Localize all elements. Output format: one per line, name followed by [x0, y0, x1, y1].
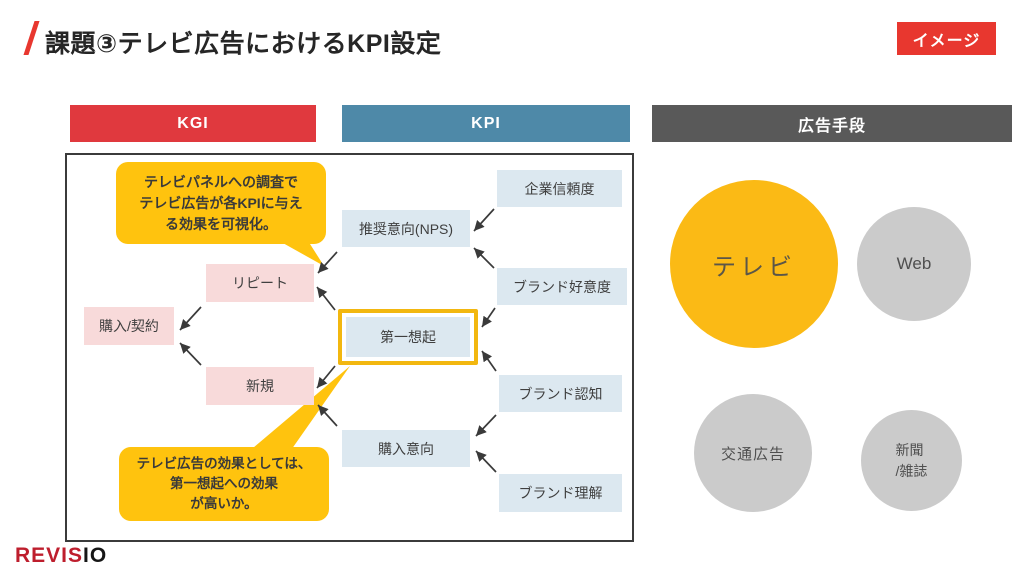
column-header-kpi: KPI [342, 105, 630, 142]
media-circle-tv: テレビ [670, 180, 838, 348]
title-accent-slash [23, 21, 40, 55]
arrow-awareness-to-topofmind [481, 350, 497, 372]
arrow-understanding-to-purchaseintent [475, 450, 497, 473]
callout-bottom-line3: が高いか。 [190, 496, 258, 512]
kpi-box-brand-awareness: ブランド認知 [499, 375, 622, 412]
column-header-media: 広告手段 [652, 105, 1012, 142]
arrow-topofmind-to-new [316, 365, 336, 389]
kpi-box-top-of-mind-highlight: 第一想起 [338, 309, 478, 365]
media-circle-transit: 交通広告 [694, 394, 812, 512]
kpi-diagram-frame: 購入/契約 リピート 新規 推奨意向(NPS) 第一想起 購入意向 企業信頼度 … [65, 153, 634, 542]
kpi-box-brand-favorability: ブランド好意度 [497, 268, 627, 305]
newspaper-line1: 新聞 [895, 442, 924, 459]
kpi-box-purchase-intent: 購入意向 [342, 430, 470, 467]
arrow-favorability-to-nps [473, 247, 495, 269]
kpi-box-corporate-trust: 企業信頼度 [497, 170, 622, 207]
arrow-repeat-to-purchase [179, 306, 202, 331]
column-header-kgi: KGI [70, 105, 316, 142]
callout-panel-survey: テレビパネルへの調査で テレビ広告が各KPIに与え る効果を可視化。 [116, 162, 326, 244]
kpi-flow-arrows [179, 208, 497, 473]
arrow-purchaseintent-to-new [317, 404, 338, 427]
arrow-topofmind-to-repeat [316, 286, 336, 311]
revisio-logo: REVISIO [15, 544, 107, 568]
callout-tv-effect: テレビ広告の効果としては、 第一想起への効果 が高いか。 [119, 447, 329, 521]
callout-top-line3: る効果を可視化。 [165, 215, 277, 232]
revisio-logo-black: IO [83, 544, 108, 567]
callout-top-line2: テレビ広告が各KPIに与え [139, 194, 303, 211]
arrow-favorability-to-topofmind [481, 307, 496, 328]
arrow-new-to-purchase [179, 342, 202, 366]
kpi-box-nps: 推奨意向(NPS) [342, 210, 470, 247]
arrow-awareness-to-purchaseintent [475, 414, 497, 437]
revisio-logo-red: REVIS [15, 544, 84, 567]
media-circle-newspaper-label: 新聞 /雑誌 [896, 440, 928, 481]
kpi-box-top-of-mind: 第一想起 [346, 317, 470, 357]
arrow-nps-to-repeat [317, 251, 338, 274]
callout-bottom-line2: 第一想起への効果 [170, 475, 278, 491]
callout-top-line1: テレビパネルへの調査で [144, 173, 298, 190]
page-title: 課題③テレビ広告におけるKPI設定 [45, 30, 442, 58]
kpi-box-brand-understanding: ブランド理解 [499, 474, 622, 512]
media-circle-web: Web [857, 207, 971, 321]
media-circle-newspaper: 新聞 /雑誌 [861, 410, 962, 511]
kgi-box-new: 新規 [206, 367, 314, 405]
kgi-box-repeat: リピート [206, 264, 314, 302]
newspaper-line2: /雑誌 [895, 462, 928, 479]
arrow-trust-to-nps [473, 208, 495, 232]
kgi-box-purchase: 購入/契約 [84, 307, 174, 345]
image-badge: イメージ [897, 22, 996, 55]
callout-bottom-line1: テレビ広告の効果としては、 [136, 455, 312, 471]
